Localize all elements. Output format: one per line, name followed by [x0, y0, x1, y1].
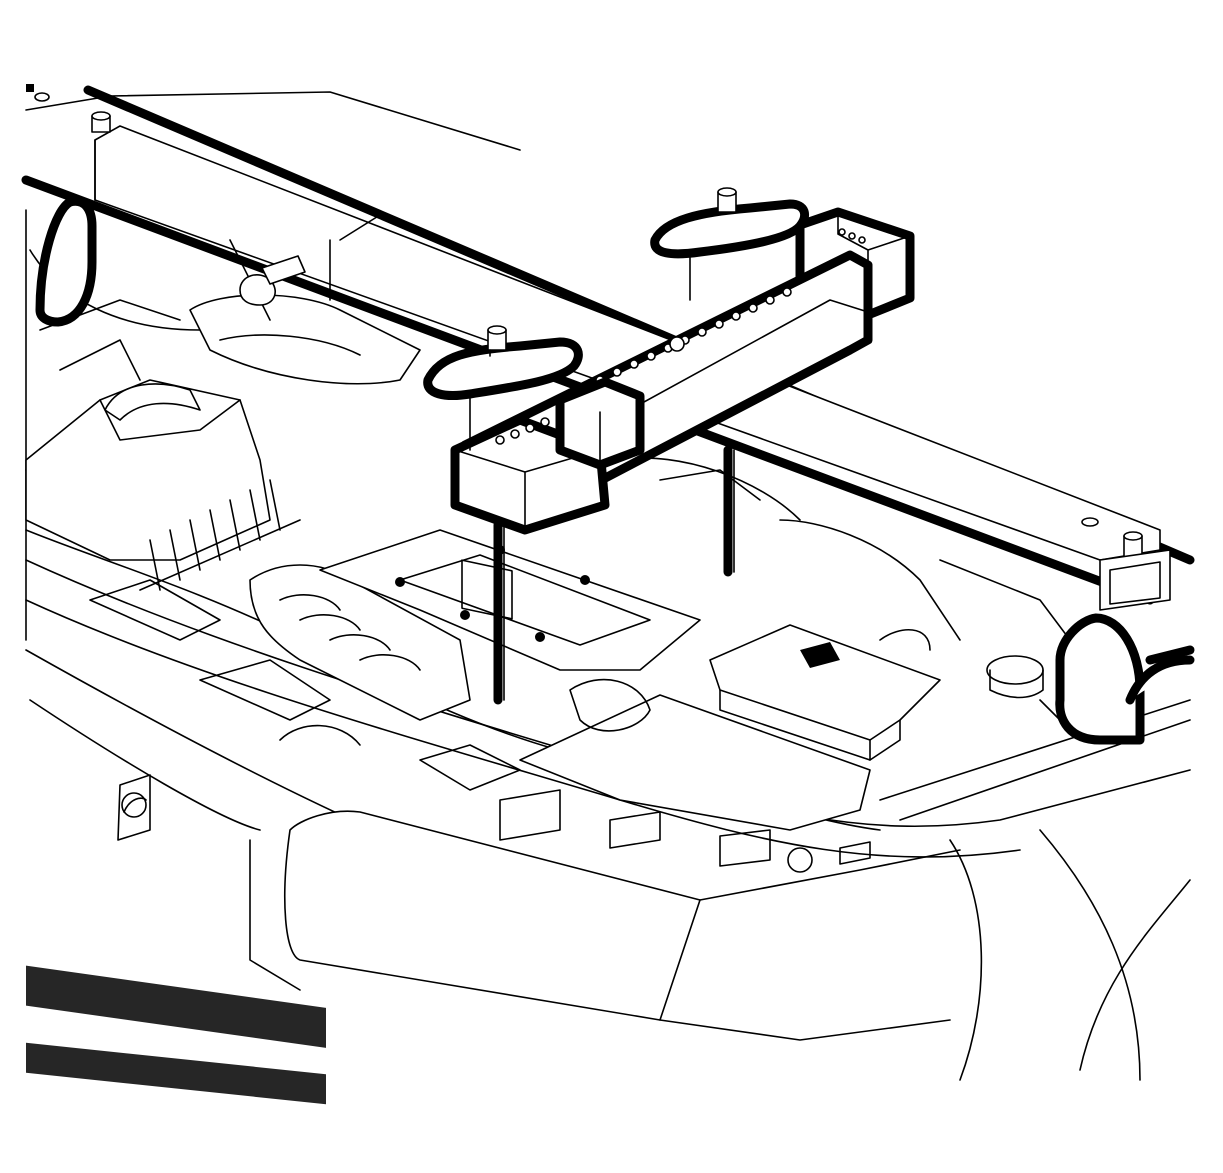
vehicle-body — [25, 91, 1191, 1105]
fixture-cross-arm — [450, 207, 915, 620]
engine-components — [25, 294, 1081, 831]
radiator-support — [25, 529, 1191, 873]
adjustment-holes — [595, 287, 792, 385]
hook-rods — [469, 254, 735, 705]
t-handle-rear — [650, 187, 810, 259]
cross-bar — [21, 84, 1195, 611]
fender-feet — [35, 196, 1195, 745]
t-handle-front — [423, 325, 583, 400]
